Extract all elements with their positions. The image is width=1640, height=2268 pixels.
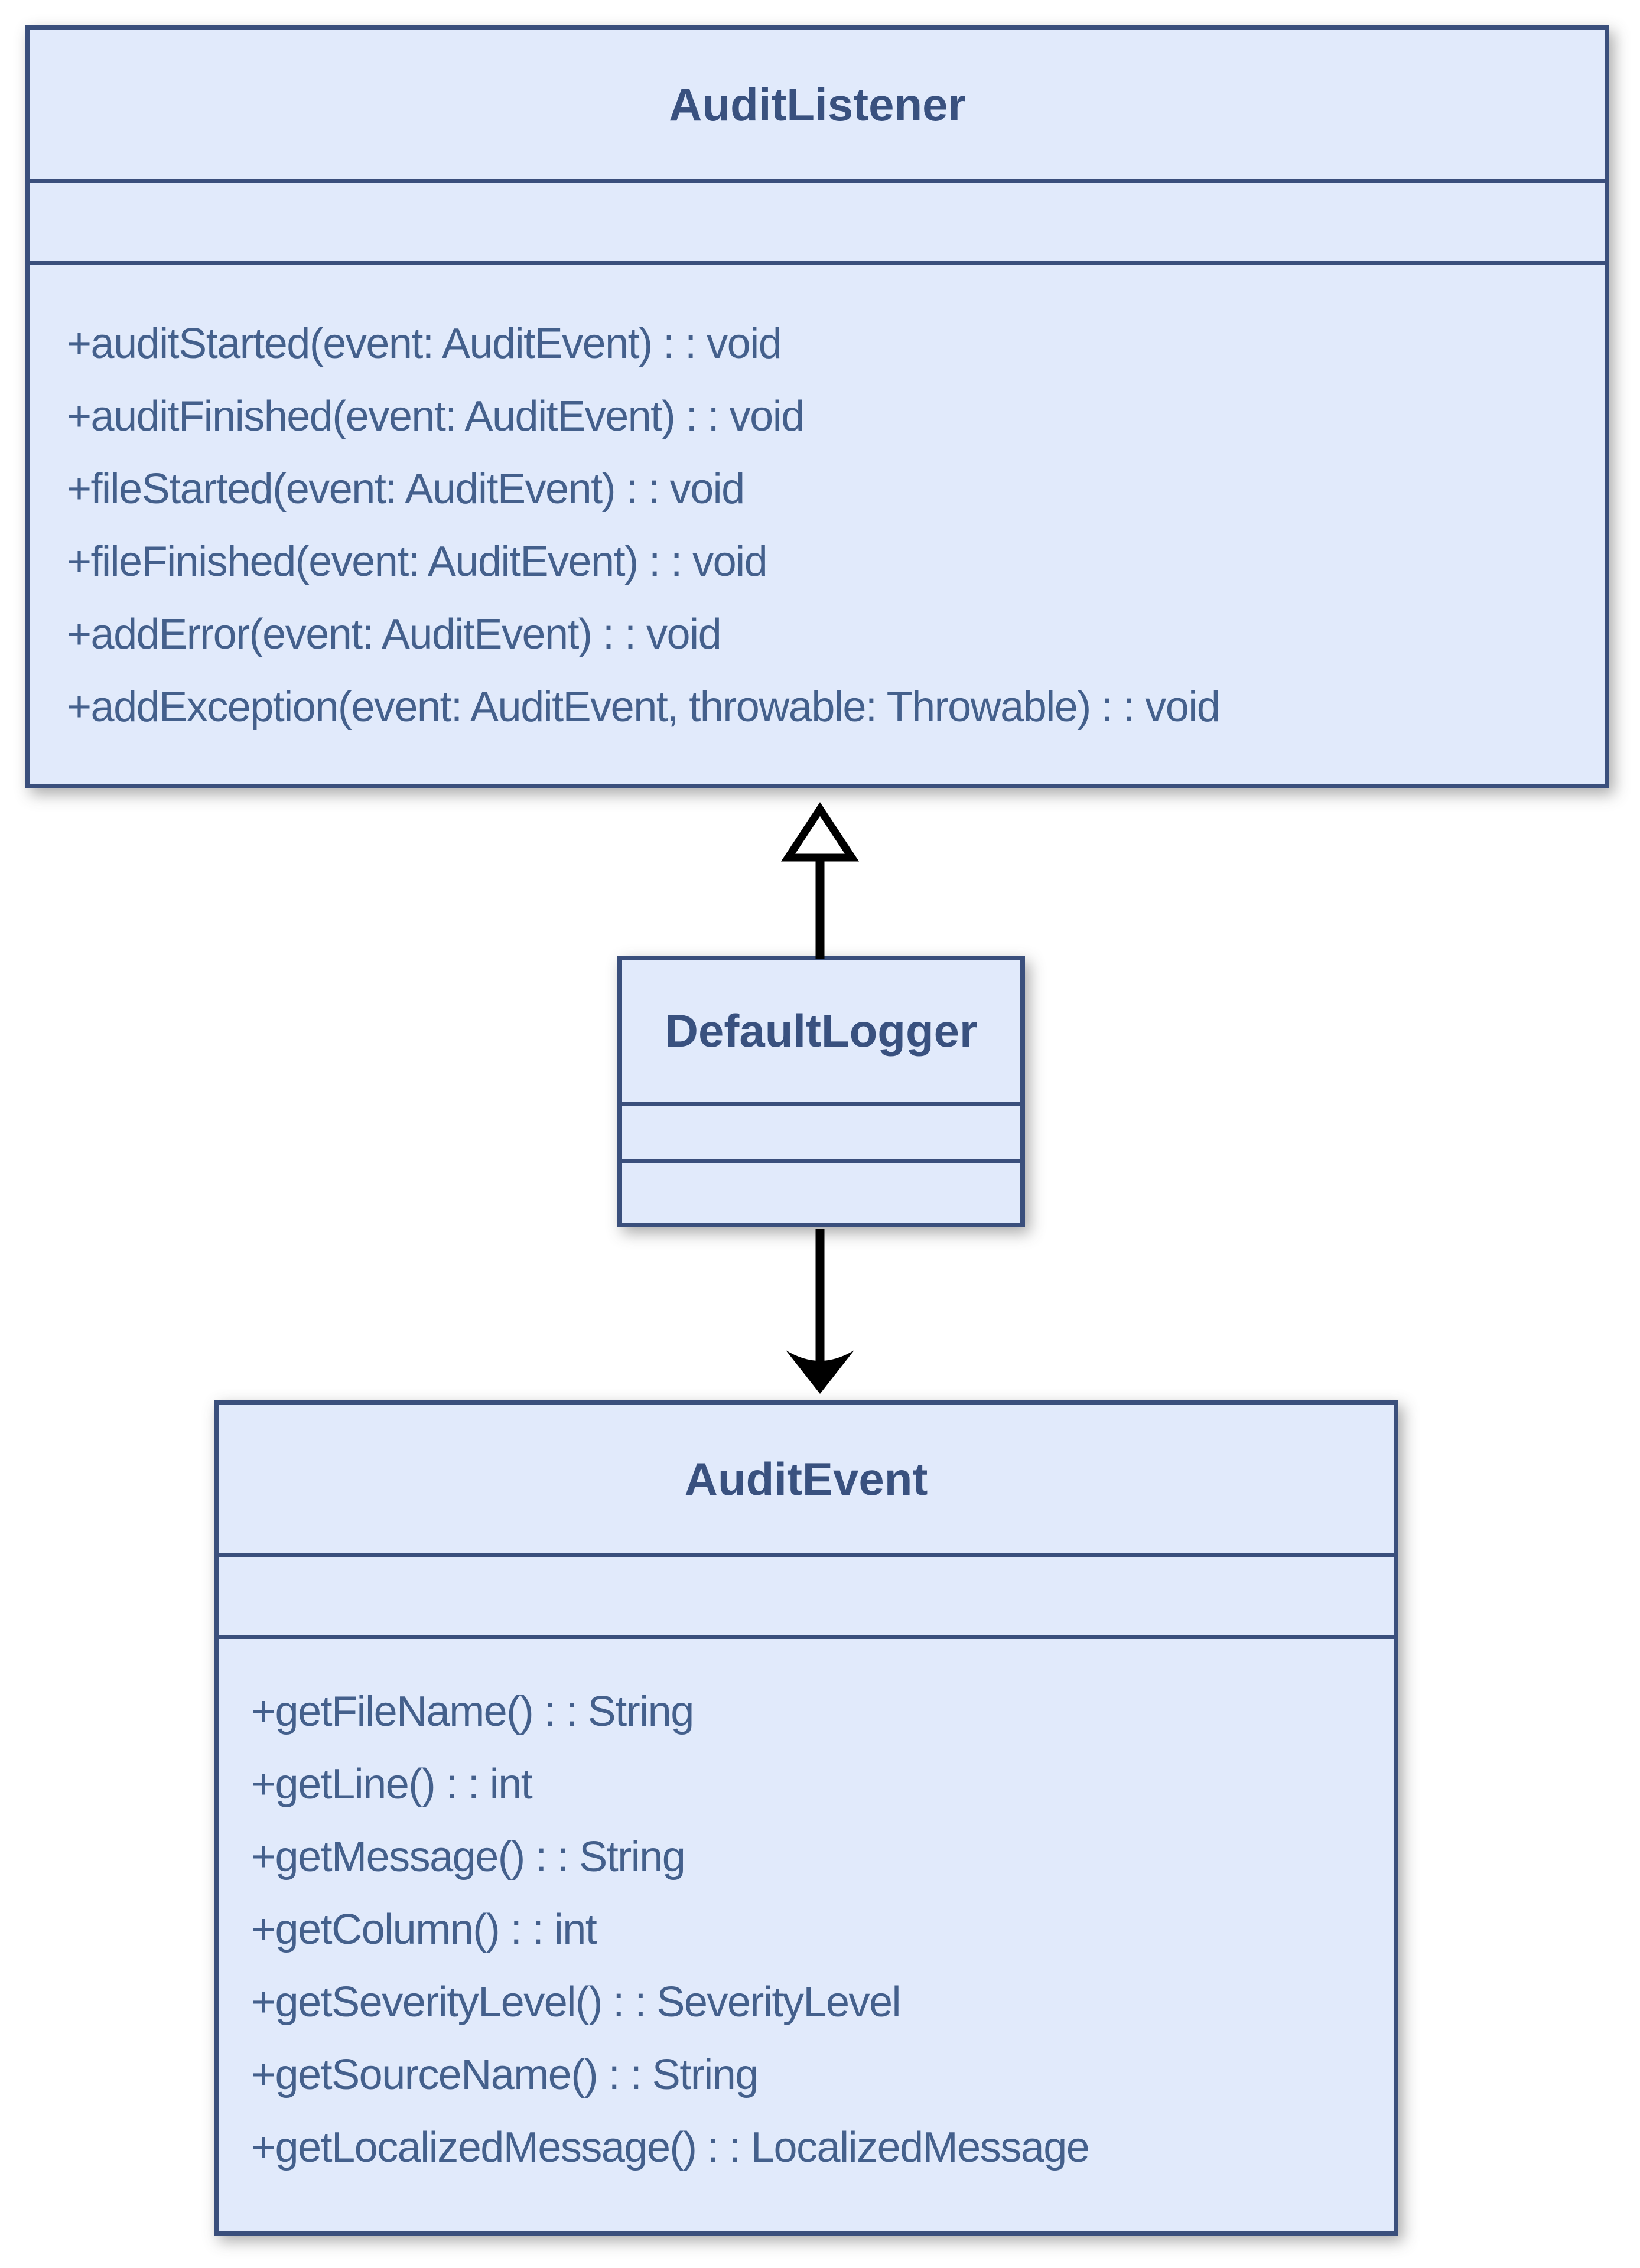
class-name-auditevent: AuditEvent (684, 1452, 928, 1505)
class-box-defaultlogger: DefaultLogger (617, 956, 1025, 1227)
method-signature: +addException(event: AuditEvent, throwab… (67, 683, 1221, 731)
class-box-auditevent: AuditEvent +getFileName() : : String +ge… (214, 1400, 1398, 2236)
class-name-auditlistener: AuditListener (669, 78, 966, 131)
method-signature: +fileStarted(event: AuditEvent) : : void (67, 465, 745, 513)
methods-compartment-defaultlogger (622, 1159, 1020, 1223)
method-signature: +getColumn() : : int (251, 1906, 597, 1953)
method-signature: +getSourceName() : : String (251, 2051, 759, 2098)
attributes-compartment-auditevent (219, 1553, 1394, 1635)
association-arrow (786, 1228, 854, 1394)
attributes-compartment-defaultlogger (622, 1102, 1020, 1159)
realization-arrow (780, 802, 860, 959)
method-signature: +auditStarted(event: AuditEvent) : : voi… (67, 320, 782, 367)
method-signature: +getFileName() : : String (251, 1688, 694, 1735)
method-signature: +fileFinished(event: AuditEvent) : : voi… (67, 538, 768, 585)
method-signature: +getMessage() : : String (251, 1833, 686, 1881)
method-signature: +auditFinished(event: AuditEvent) : : vo… (67, 393, 805, 440)
method-signature: +getLocalizedMessage() : : LocalizedMess… (251, 2124, 1090, 2171)
method-signature: +getLine() : : int (251, 1761, 533, 1808)
class-name-defaultlogger: DefaultLogger (665, 1005, 978, 1057)
methods-compartment-auditlistener: +auditStarted(event: AuditEvent) : : voi… (30, 261, 1605, 784)
attributes-compartment-auditlistener (30, 179, 1605, 261)
class-box-auditlistener: AuditListener +auditStarted(event: Audit… (25, 25, 1609, 788)
method-signature: +getSeverityLevel() : : SeverityLevel (251, 1979, 902, 2026)
method-signature: +addError(event: AuditEvent) : : void (67, 611, 722, 658)
methods-compartment-auditevent: +getFileName() : : String +getLine() : :… (219, 1635, 1394, 2231)
